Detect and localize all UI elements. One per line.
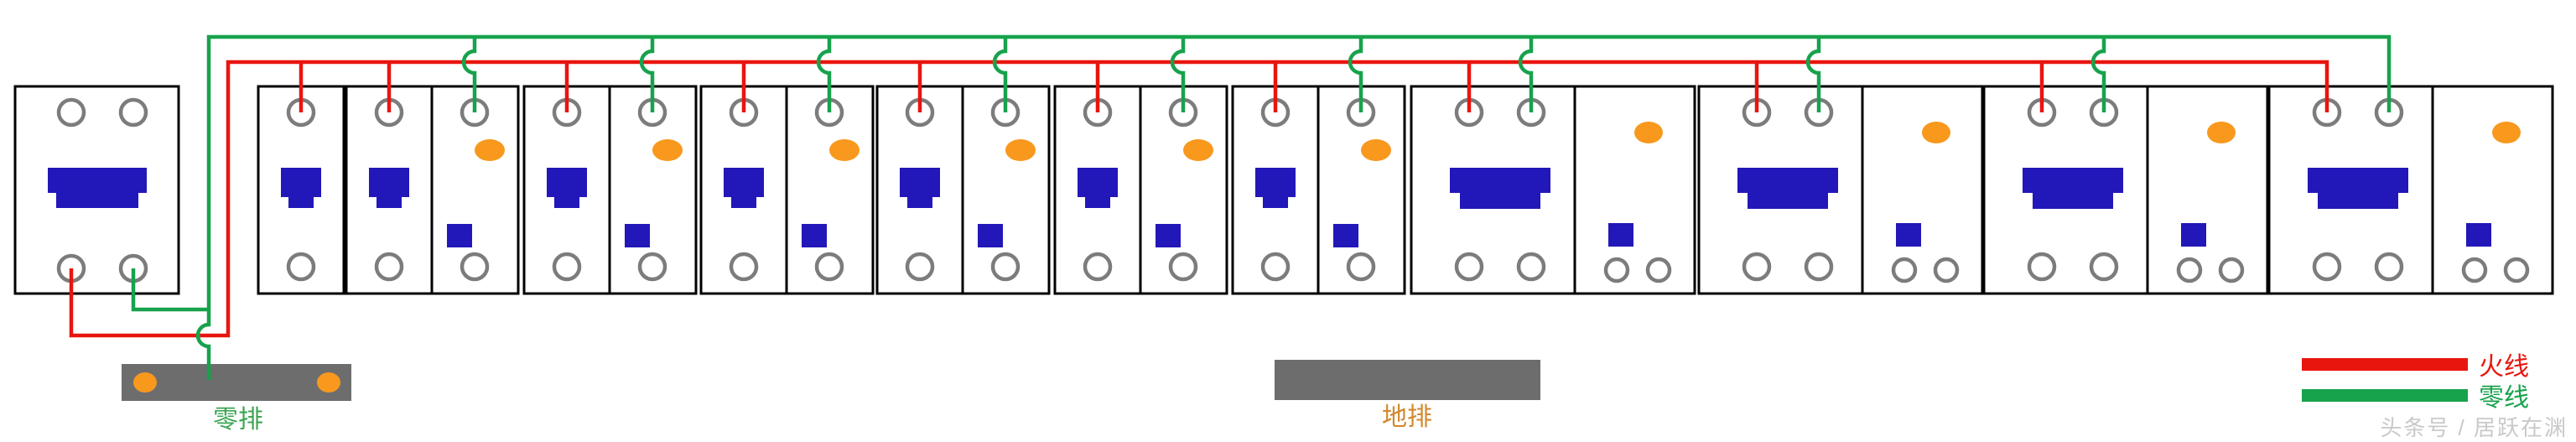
legend-live-swatch [2302, 358, 2468, 371]
indicator-lamp [1634, 122, 1663, 143]
breaker-handle-tab [2318, 193, 2398, 209]
neutral-busbar [122, 364, 351, 401]
test-button [1608, 223, 1633, 247]
neutral-branch-drop [1170, 37, 1186, 112]
indicator-lamp [1183, 139, 1213, 161]
breaker-handle [2023, 168, 2123, 193]
test-button [2181, 223, 2206, 247]
terminal [1168, 252, 1198, 282]
test-button [447, 224, 472, 247]
test-button [978, 224, 1003, 247]
breaker-handle [48, 168, 147, 193]
terminal [374, 252, 404, 282]
terminal [1742, 252, 1772, 282]
neutral-branch-drop [992, 37, 1008, 112]
indicator-lamp [652, 139, 683, 161]
breaker-handle-tab [554, 197, 579, 208]
indicator-lamp [829, 139, 860, 161]
terminal [2218, 257, 2245, 283]
test-button [1156, 224, 1181, 247]
terminal [552, 252, 582, 282]
legend-live-label: 火线 [2479, 353, 2529, 381]
breaker-handle [1078, 168, 1118, 197]
test-button [625, 224, 650, 247]
breaker-handle-tab [907, 197, 932, 208]
breaker-handle-tab [731, 197, 756, 208]
ground-bar-label: 地排 [1382, 403, 1432, 431]
terminal [1804, 252, 1834, 282]
neutral-bus-wire [195, 34, 2392, 380]
breaker-handle-tab [1748, 193, 1828, 209]
terminal [2027, 252, 2057, 282]
terminal [2176, 257, 2203, 283]
breaker-handle-tab [1085, 197, 1110, 208]
indicator-lamp [1005, 139, 1036, 161]
terminal [1891, 257, 1918, 283]
terminal [286, 252, 316, 282]
indicator-lamp [1361, 139, 1391, 161]
terminal [2089, 252, 2119, 282]
breaker-handle-tab [1263, 197, 1288, 208]
breaker-handle [1737, 168, 1838, 193]
legend-neutral-swatch [2302, 389, 2468, 402]
indicator-lamp [1922, 122, 1950, 143]
terminal [2461, 257, 2488, 283]
neutral-branch-drop [639, 37, 655, 112]
indicator-lamp [2207, 122, 2236, 143]
neutral-feeder-wire [131, 268, 209, 312]
breaker-handle [1450, 168, 1550, 193]
breaker-handle-tab [1460, 193, 1540, 209]
neutral-branch-drop [1805, 37, 1821, 112]
breaker-handle [724, 168, 764, 197]
legend-neutral-label: 零线 [2479, 384, 2529, 412]
breaker-handle [2308, 168, 2408, 193]
terminal [1516, 252, 1546, 282]
neutral-bar-label: 零排 [213, 406, 263, 434]
test-button [1333, 224, 1358, 247]
breaker-handle-tab [56, 193, 138, 208]
live-bus-wire [69, 60, 2329, 338]
neutral-branch-drop [816, 37, 832, 112]
terminal [1454, 252, 1484, 282]
terminal [2374, 252, 2404, 282]
terminal [118, 97, 148, 127]
breaker-handle-tab [288, 197, 314, 208]
terminal [1645, 257, 1672, 283]
terminal [56, 97, 86, 127]
terminal [2312, 252, 2342, 282]
neutral-branch-drop [1348, 37, 1363, 112]
neutral-branch-drop [461, 37, 477, 112]
terminal [1083, 252, 1113, 282]
terminal [637, 252, 667, 282]
indicator-lamp [2492, 122, 2521, 143]
terminal [1603, 257, 1630, 283]
neutral-branch-drop [2090, 37, 2106, 112]
terminal [2503, 257, 2530, 283]
test-button [2466, 223, 2491, 247]
terminal [1260, 252, 1291, 282]
ground-busbar [1275, 360, 1540, 400]
terminal [460, 252, 490, 282]
test-button [1896, 223, 1921, 247]
bar-screw [133, 372, 157, 393]
terminal [729, 252, 759, 282]
terminal [905, 252, 935, 282]
indicator-lamp [475, 139, 505, 161]
breaker-handle-tab [377, 197, 402, 208]
breaker-handle-tab [2033, 193, 2113, 209]
breaker-handle [900, 168, 940, 197]
terminal [814, 252, 844, 282]
test-button [802, 224, 827, 247]
breaker-handle [1255, 168, 1296, 197]
breaker-handle [369, 168, 409, 197]
terminal [1933, 257, 1960, 283]
neutral-branch-drop [1518, 37, 1534, 112]
breaker-handle [547, 168, 587, 197]
terminal [990, 252, 1021, 282]
bar-screw [317, 372, 340, 393]
terminal [1346, 252, 1376, 282]
breaker-handle [281, 168, 321, 197]
watermark-text: 头条号 / 居跃在渊 [2380, 415, 2568, 440]
